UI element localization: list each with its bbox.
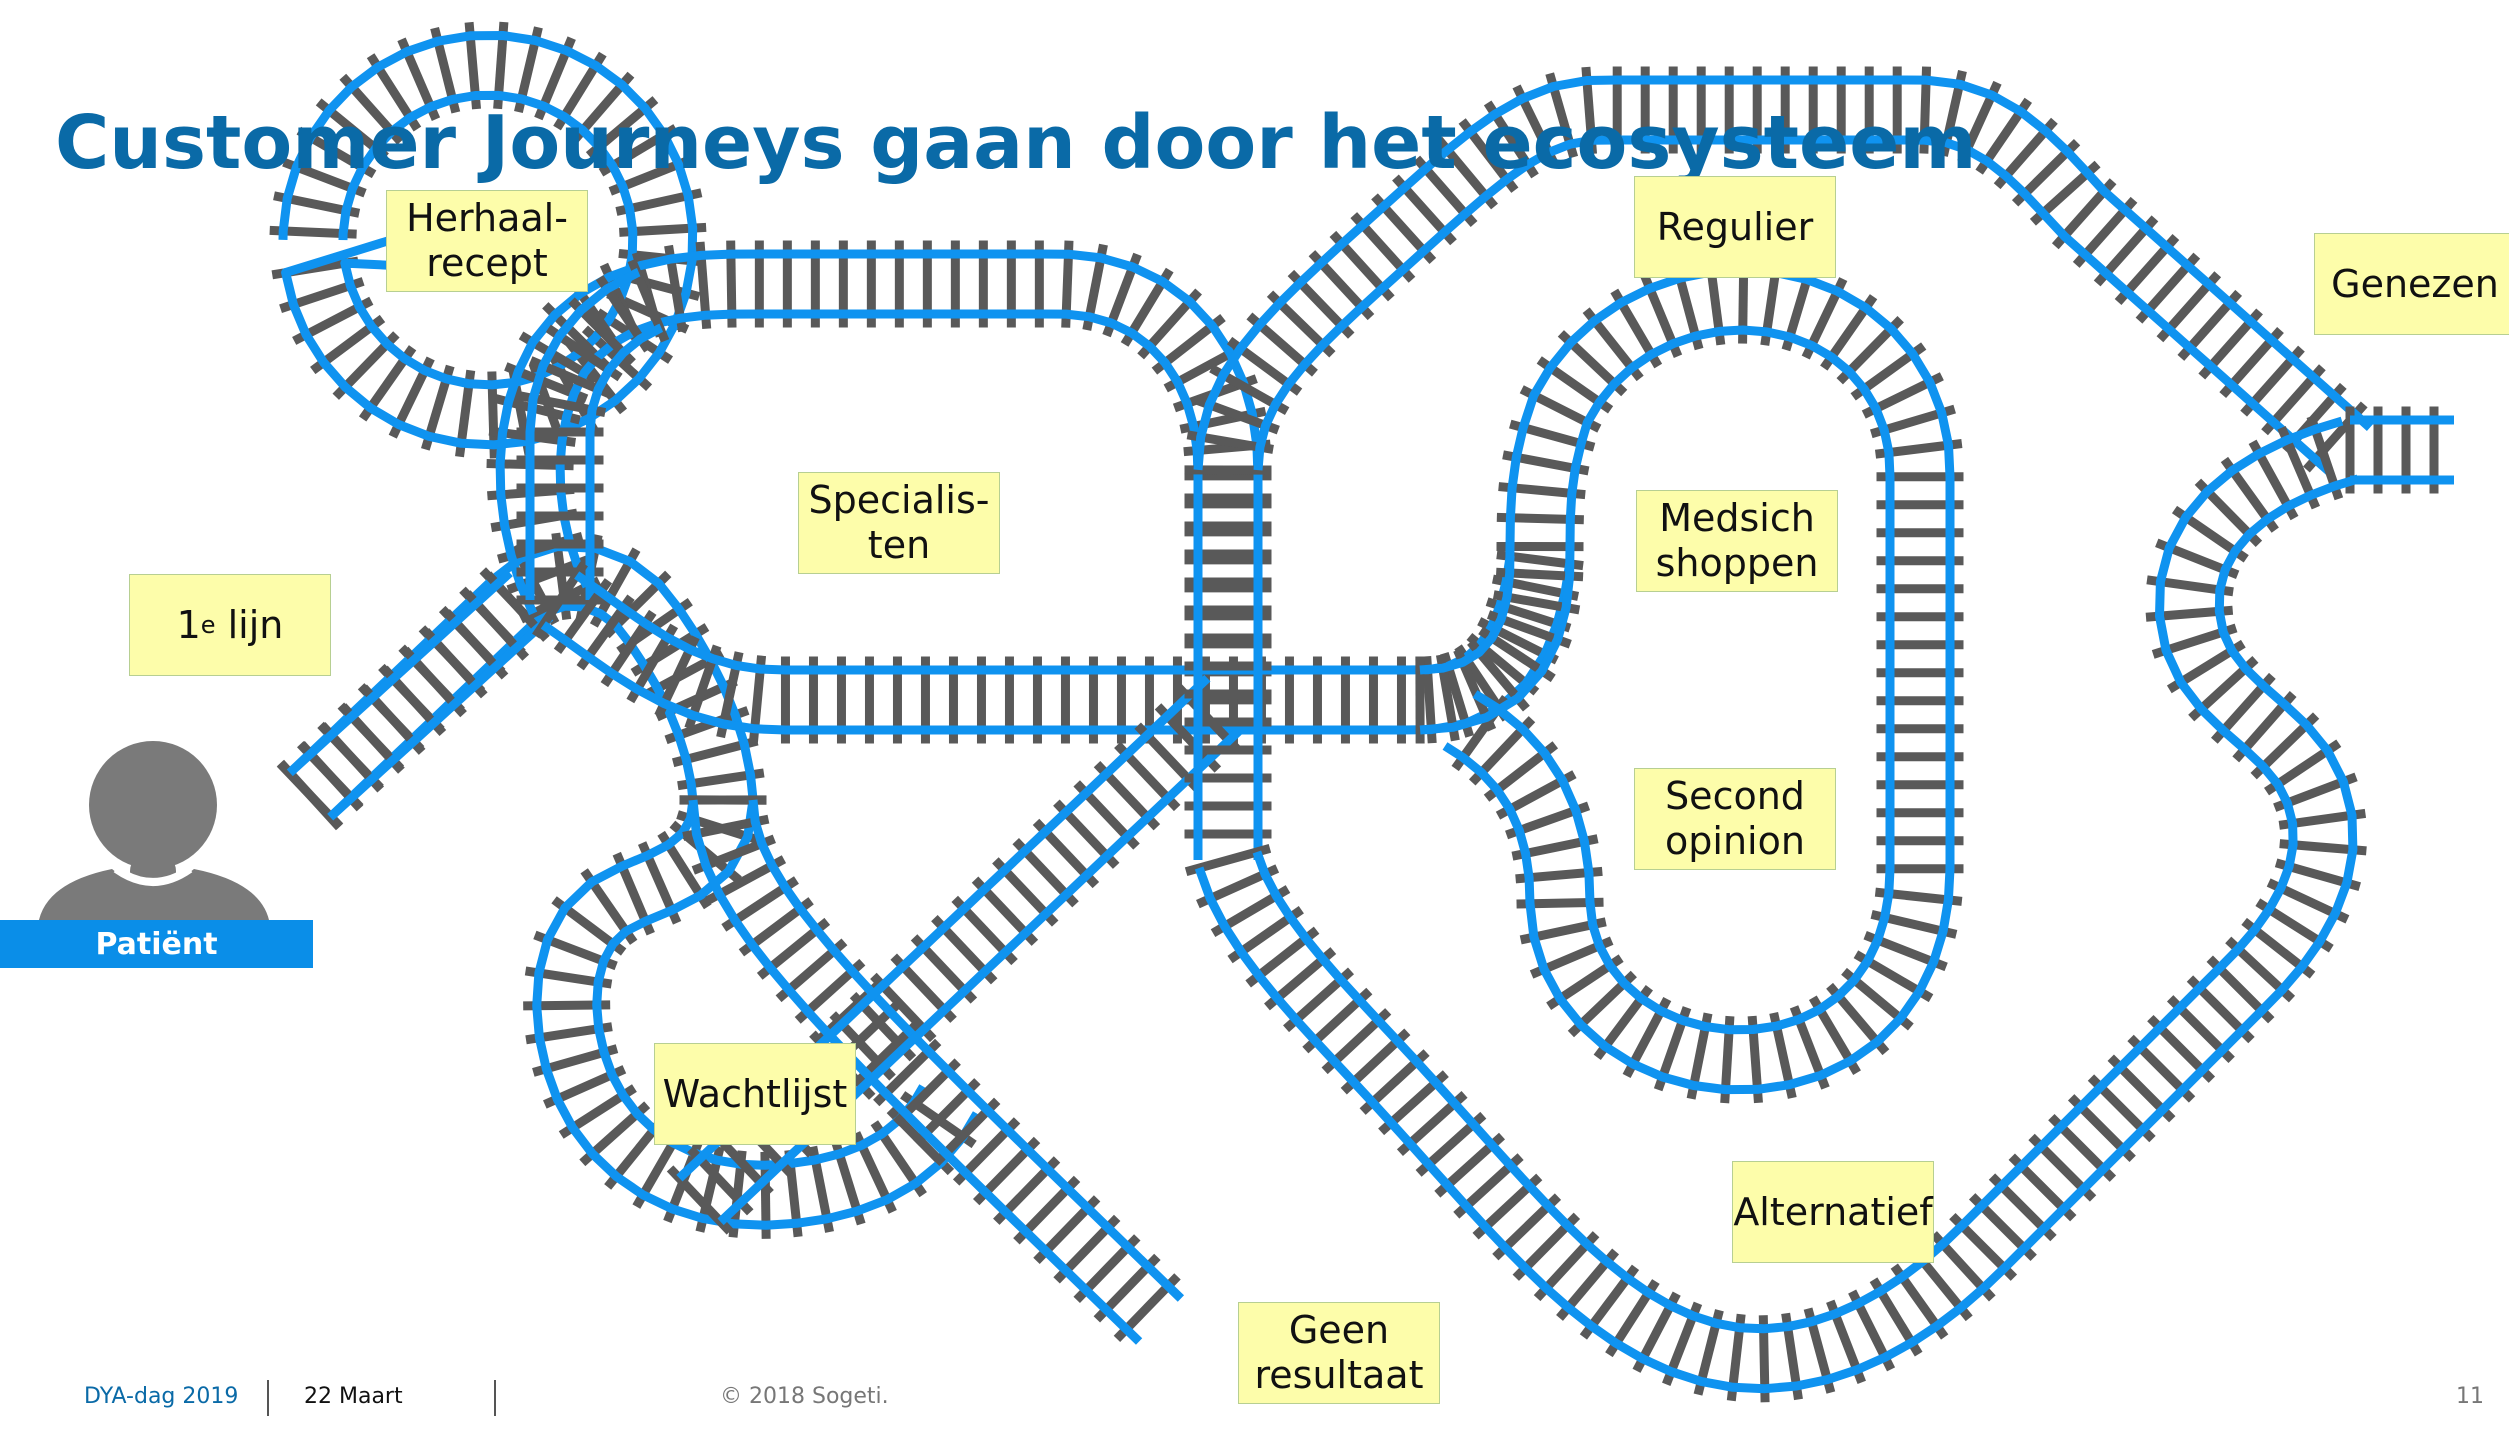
track-rail <box>286 569 513 777</box>
track-alternatief-line <box>1184 415 2367 1403</box>
track-rail <box>1419 325 1895 1035</box>
track-rail <box>1252 416 2344 1334</box>
label-genezen: Genezen <box>2314 233 2509 335</box>
footer-separator-2 <box>494 1380 496 1416</box>
track-rail <box>1194 474 2360 1394</box>
footer-date: 22 Maart <box>304 1384 403 1409</box>
track-rail <box>278 31 698 450</box>
track-rail <box>525 268 642 600</box>
track-entry-to-specialist-loop <box>277 569 554 831</box>
label-alternatief: Alternatief <box>1732 1161 1934 1263</box>
track-rail <box>717 718 1252 1226</box>
footer-copyright: © 2018 Sogeti. <box>720 1384 889 1409</box>
track-vertical-trunk <box>1184 465 1272 860</box>
track-herhaal-connector <box>516 258 670 605</box>
footer-event: DYA-dag 2019 <box>84 1384 239 1409</box>
track-rail <box>748 799 1185 1302</box>
label-herhaalrecept: Herhaal- recept <box>386 190 588 292</box>
label-eerste-lijn-num: 1 <box>176 602 201 647</box>
slide-title: Customer Journeys gaan door het ecosyste… <box>55 100 1977 186</box>
track-rail <box>592 799 928 1170</box>
footer-separator-1 <box>267 1380 269 1416</box>
patient-avatar-icon <box>38 741 270 925</box>
label-regulier: Regulier <box>1634 176 1836 278</box>
track-rail <box>532 799 981 1230</box>
track-rail <box>1253 135 2334 476</box>
track-genezen-exit <box>2345 406 2454 494</box>
track-rail <box>1419 265 1955 1095</box>
label-second-opinion: Second opinion <box>1634 768 1836 870</box>
label-eerste-lijn-text: lijn <box>215 602 284 647</box>
track-rail <box>338 90 638 390</box>
track-rail <box>688 799 1143 1345</box>
label-geen-resultaat: Geen resultaat <box>1238 1302 1440 1404</box>
footer-page-number: 11 <box>2456 1384 2484 1409</box>
track-wachtlijst-exit <box>679 795 1185 1345</box>
label-specialisten: Specialis- ten <box>798 472 1000 574</box>
track-rail <box>1193 75 2373 471</box>
label-wachtlijst: Wachtlijst <box>654 1043 856 1145</box>
track-rail <box>585 323 665 600</box>
label-medisch-shoppen: Medsich shoppen <box>1636 490 1838 592</box>
track-rail <box>327 613 554 821</box>
patient-label: Patiënt <box>0 920 313 968</box>
track-main-line <box>532 550 1584 744</box>
track-medisch-loop <box>1415 256 1964 1104</box>
